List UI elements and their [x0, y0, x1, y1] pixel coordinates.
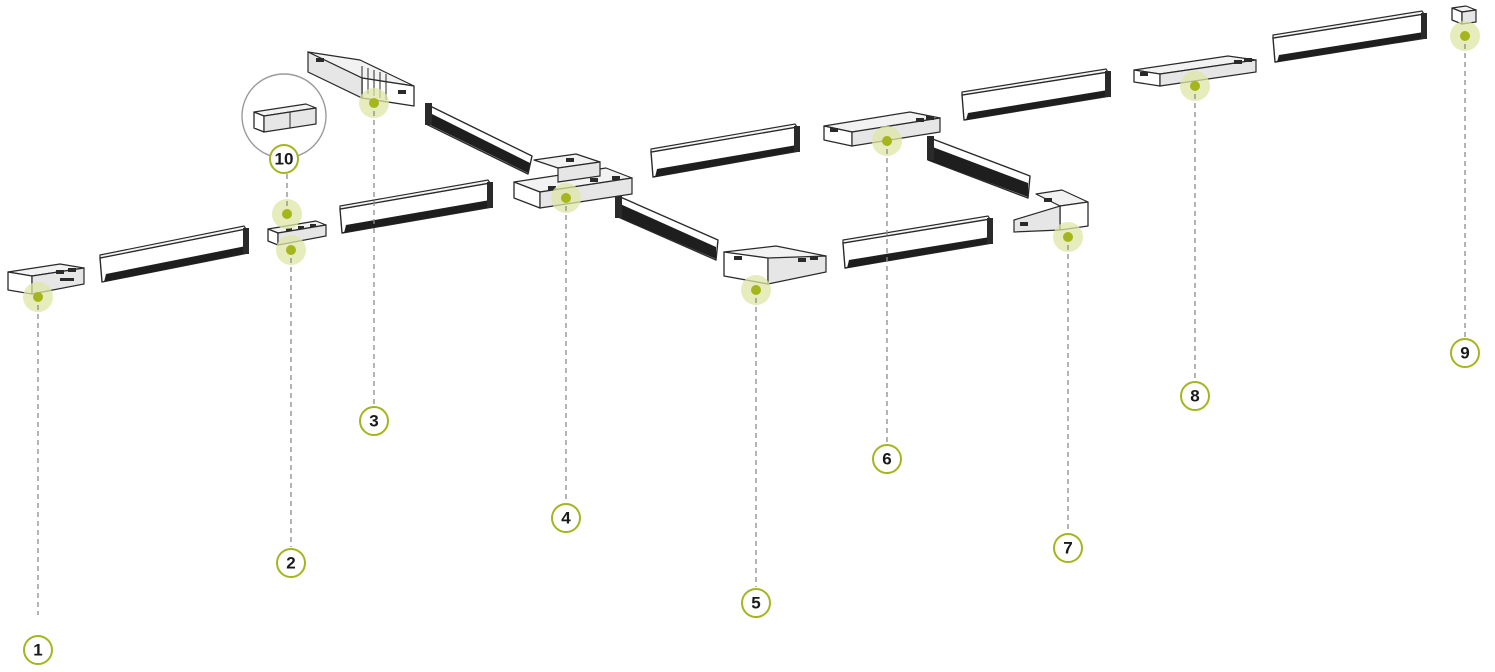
svg-text:8: 8 [1190, 387, 1199, 406]
l-connector [723, 245, 827, 285]
svg-text:3: 3 [369, 412, 378, 431]
highlight-point [872, 126, 902, 156]
rail-segment [339, 179, 493, 234]
highlight-point [551, 183, 581, 213]
flexible-connector [307, 51, 415, 107]
marker-7: 7 [1053, 533, 1083, 563]
rail-segment [1272, 10, 1427, 63]
marker-9: 9 [1450, 338, 1480, 368]
rail-segment [615, 194, 719, 261]
rail-segment [961, 68, 1111, 121]
svg-text:4: 4 [561, 509, 571, 528]
marker-10: 10 [269, 144, 299, 174]
highlight-point [359, 88, 389, 118]
svg-text:7: 7 [1063, 539, 1072, 558]
highlight-point [1053, 222, 1083, 252]
highlight-point [1450, 21, 1480, 51]
svg-text:10: 10 [275, 150, 294, 169]
svg-text:6: 6 [882, 450, 891, 469]
rail-segment [650, 123, 800, 178]
rail-segments [99, 10, 1427, 283]
leader-lines [37, 44, 1466, 615]
marker-2: 2 [276, 548, 306, 578]
highlight-points [23, 21, 1480, 312]
rail-segment [927, 136, 1031, 199]
number-markers: 1 2 3 4 5 6 7 8 9 10 [23, 144, 1480, 665]
highlight-point [276, 235, 306, 265]
rail-segment [842, 215, 993, 269]
marker-1: 1 [23, 635, 53, 665]
marker-6: 6 [872, 444, 902, 474]
marker-5: 5 [741, 588, 771, 618]
highlight-point [23, 282, 53, 312]
rail-segment [99, 225, 249, 283]
svg-text:5: 5 [751, 594, 760, 613]
highlight-point [272, 199, 302, 229]
highlight-point [1180, 71, 1210, 101]
marker-8: 8 [1180, 381, 1210, 411]
marker-4: 4 [551, 503, 581, 533]
svg-text:1: 1 [33, 641, 42, 660]
end-cap [1451, 5, 1477, 25]
marker-3: 3 [359, 406, 389, 436]
rail-segment [425, 103, 533, 175]
svg-text:9: 9 [1460, 344, 1469, 363]
svg-text:2: 2 [286, 554, 295, 573]
corner-connector [1013, 189, 1089, 233]
highlight-point [741, 275, 771, 305]
